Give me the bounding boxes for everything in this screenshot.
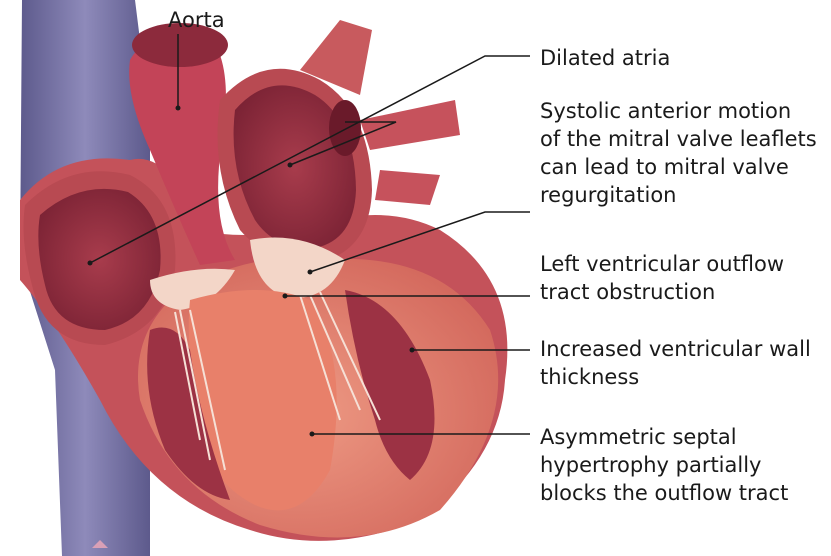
label-wall-thickness: Increased ventricular wall thickness [540,335,830,391]
label-aorta: Aorta [168,6,225,34]
pulmonary-vein-lower [375,170,440,205]
label-septal-hypertrophy: Asymmetric septal hypertrophy partially … [540,423,830,507]
label-lvot-obstruction: Left ventricular outflow tract obstructi… [540,250,830,306]
label-systolic-anterior-motion: Systolic anterior motion of the mitral v… [540,97,830,209]
right-atrium-inner [38,189,160,330]
label-dilated-atria: Dilated atria [540,44,670,72]
pulmonary-vein-right [360,100,460,150]
